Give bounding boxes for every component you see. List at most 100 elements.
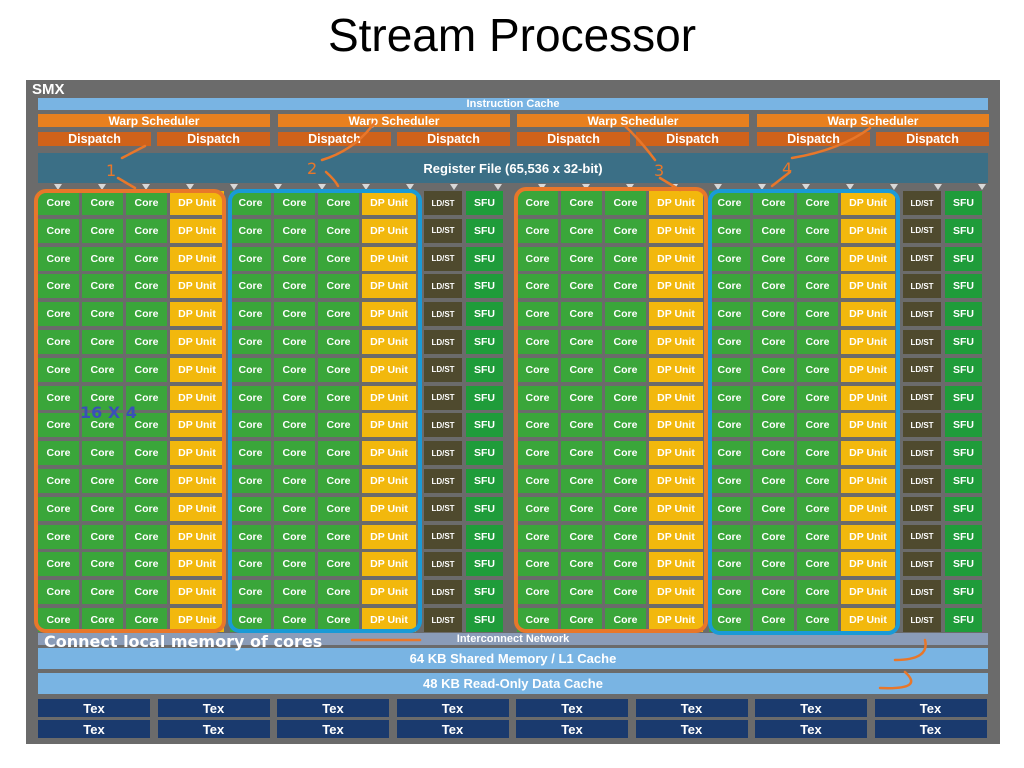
smx-diagram: SMX Instruction Cache Warp Scheduler War… (26, 80, 1000, 744)
core-unit: Core (274, 413, 315, 438)
dp-unit: DP Unit (170, 357, 224, 382)
ldst-unit: LD/ST (424, 191, 462, 215)
ldst-unit: LD/ST (424, 469, 462, 493)
core-unit: Core (230, 302, 271, 327)
sfu-unit: SFU (466, 469, 503, 493)
core-unit: Core (274, 580, 315, 605)
ldst-unit: LD/ST (903, 552, 941, 577)
ldst-unit: LD/ST (424, 496, 462, 521)
ldst-unit: LD/ST (424, 246, 462, 271)
sfu-unit: SFU (945, 608, 982, 632)
dp-unit: DP Unit (841, 580, 895, 605)
core-unit: Core (38, 357, 79, 382)
core-unit: Core (605, 413, 646, 438)
core-unit: Core (517, 246, 558, 271)
dispatch-unit: Dispatch (278, 132, 391, 146)
dp-unit: DP Unit (170, 385, 224, 410)
core-unit: Core (318, 580, 359, 605)
down-arrow-icon (758, 184, 766, 190)
core-unit: Core (517, 274, 558, 299)
core-unit: Core (709, 441, 750, 466)
core-unit: Core (561, 580, 602, 605)
texture-unit: Tex (277, 720, 389, 738)
instruction-cache: Instruction Cache (38, 98, 988, 110)
sfu-unit: SFU (945, 330, 982, 354)
sfu-unit: SFU (945, 302, 982, 327)
core-unit: Core (82, 218, 123, 243)
shared-memory-l1-cache: 64 KB Shared Memory / L1 Cache (38, 648, 988, 669)
dp-unit: DP Unit (362, 413, 416, 438)
dp-unit: DP Unit (649, 608, 703, 632)
core-unit: Core (82, 469, 123, 493)
core-unit: Core (517, 413, 558, 438)
core-unit: Core (82, 246, 123, 271)
core-unit: Core (318, 441, 359, 466)
core-unit: Core (797, 496, 838, 521)
core-unit: Core (82, 330, 123, 354)
warp-scheduler: Warp Scheduler (517, 114, 749, 128)
core-unit: Core (605, 246, 646, 271)
down-arrow-icon (890, 184, 898, 190)
ldst-unit: LD/ST (903, 357, 941, 382)
texture-unit: Tex (157, 699, 270, 717)
core-unit: Core (126, 580, 167, 605)
core-unit: Core (709, 496, 750, 521)
core-unit: Core (753, 218, 794, 243)
core-unit: Core (230, 469, 271, 493)
dp-unit: DP Unit (362, 302, 416, 327)
core-unit: Core (709, 524, 750, 549)
core-unit: Core (753, 496, 794, 521)
core-unit: Core (797, 302, 838, 327)
core-unit: Core (709, 357, 750, 382)
core-unit: Core (274, 385, 315, 410)
dp-unit: DP Unit (841, 274, 895, 299)
ldst-unit: LD/ST (424, 274, 462, 299)
texture-unit: Tex (277, 699, 389, 717)
core-unit: Core (797, 524, 838, 549)
ldst-unit: LD/ST (903, 524, 941, 549)
texture-unit: Tex (396, 699, 509, 717)
core-unit: Core (753, 413, 794, 438)
dp-unit: DP Unit (841, 302, 895, 327)
sfu-unit: SFU (945, 441, 982, 466)
dp-unit: DP Unit (649, 357, 703, 382)
dp-unit: DP Unit (841, 218, 895, 243)
core-unit: Core (709, 246, 750, 271)
core-unit: Core (230, 580, 271, 605)
core-unit: Core (274, 357, 315, 382)
texture-unit: Tex (874, 720, 987, 738)
down-arrow-icon (846, 184, 854, 190)
core-unit: Core (82, 441, 123, 466)
core-unit: Core (709, 385, 750, 410)
dp-unit: DP Unit (649, 524, 703, 549)
core-unit: Core (126, 357, 167, 382)
core-unit: Core (82, 274, 123, 299)
core-unit: Core (753, 608, 794, 632)
core-unit: Core (38, 552, 79, 577)
ldst-unit: LD/ST (903, 191, 941, 215)
texture-unit: Tex (874, 699, 987, 717)
texture-unit: Tex (635, 699, 748, 717)
core-unit: Core (126, 385, 167, 410)
core-unit: Core (561, 302, 602, 327)
down-arrow-icon (538, 184, 546, 190)
core-unit: Core (517, 191, 558, 215)
dp-unit: DP Unit (841, 608, 895, 632)
core-unit: Core (797, 469, 838, 493)
sfu-unit: SFU (466, 496, 503, 521)
core-unit: Core (230, 441, 271, 466)
sfu-unit: SFU (466, 302, 503, 327)
dispatch-unit: Dispatch (397, 132, 510, 146)
sfu-unit: SFU (466, 441, 503, 466)
dp-unit: DP Unit (362, 496, 416, 521)
core-unit: Core (274, 441, 315, 466)
core-unit: Core (709, 330, 750, 354)
dp-unit: DP Unit (649, 496, 703, 521)
texture-unit: Tex (635, 720, 748, 738)
core-unit: Core (561, 441, 602, 466)
core-unit: Core (126, 218, 167, 243)
core-unit: Core (517, 357, 558, 382)
ldst-unit: LD/ST (424, 302, 462, 327)
core-unit: Core (230, 413, 271, 438)
down-arrow-icon (582, 184, 590, 190)
